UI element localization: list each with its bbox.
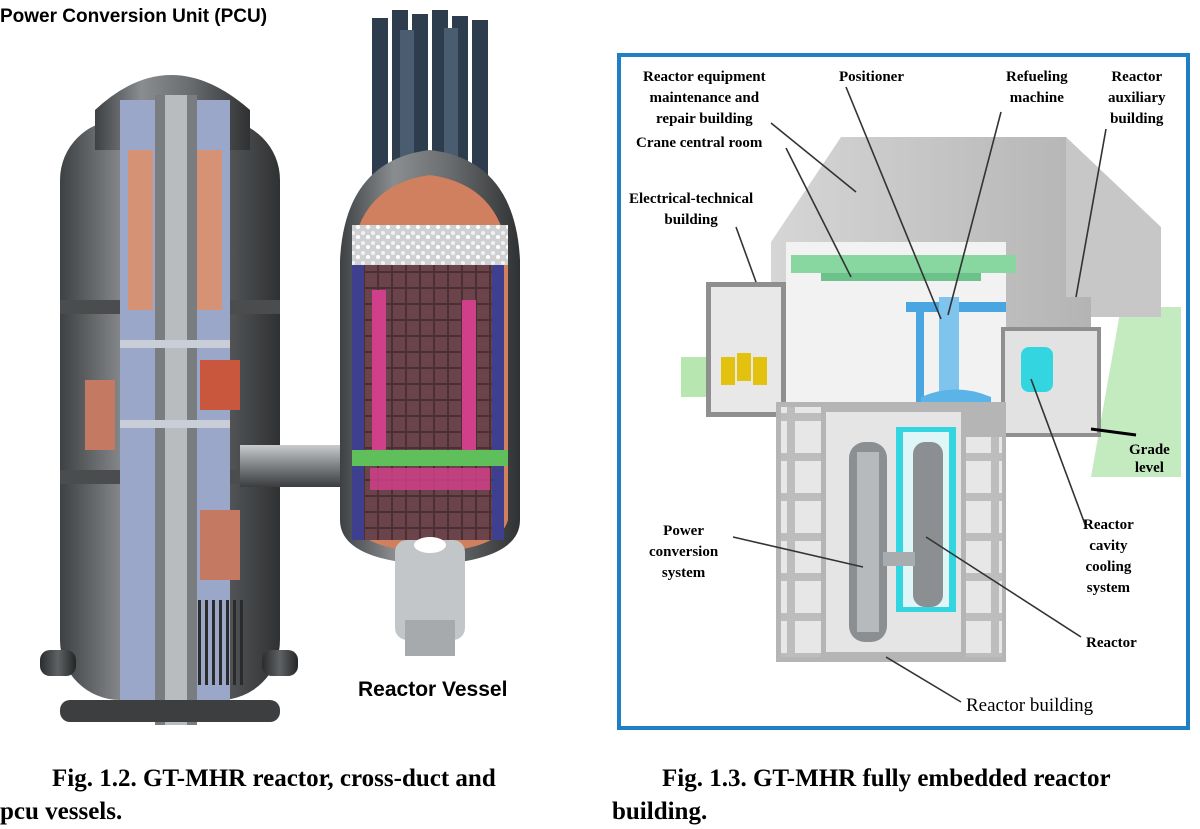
reactor-building-illustration bbox=[681, 86, 1181, 703]
pcu-vessel bbox=[40, 75, 298, 725]
label-reactor-building: Reactor building bbox=[966, 695, 1094, 716]
fig-1-2-caption-line2: pcu vessels. bbox=[0, 798, 123, 825]
reactor-vessel bbox=[340, 10, 520, 656]
reactor-vessel-label: Reactor Vessel bbox=[358, 678, 508, 701]
label-reactor-cavity-cooling-system: Reactor cavity cooling system bbox=[1083, 517, 1134, 596]
label-positioner: Positioner bbox=[839, 69, 904, 85]
pcu-label: Power Conversion Unit (PCU) bbox=[0, 6, 268, 27]
fig-1-3-caption-line1: Fig. 1.3. GT-MHR fully embedded reactor bbox=[662, 765, 1111, 792]
label-reactor-auxiliary-building: Reactor auxiliary building bbox=[1108, 69, 1166, 127]
label-reactor: Reactor bbox=[1086, 635, 1137, 651]
label-electrical-technical-building: Electrical-technical building bbox=[629, 191, 754, 228]
label-maintenance-building: Reactor equipment maintenance and repair… bbox=[643, 69, 766, 127]
label-power-conversion-system: Power conversion system bbox=[649, 523, 719, 581]
fig-1-3-caption-line2: building. bbox=[612, 798, 708, 825]
fig-1-2-caption-line1: Fig. 1.2. GT-MHR reactor, cross-duct and bbox=[52, 765, 496, 792]
label-crane-central-room: Crane central room bbox=[636, 135, 763, 151]
label-grade-level: Grade level bbox=[1129, 442, 1170, 476]
gt-mhr-reactor-illustration bbox=[40, 10, 520, 725]
reactor-building-figure-frame: Reactor equipment maintenance and repair… bbox=[617, 53, 1190, 730]
label-refueling-machine: Refueling machine bbox=[1006, 69, 1068, 106]
